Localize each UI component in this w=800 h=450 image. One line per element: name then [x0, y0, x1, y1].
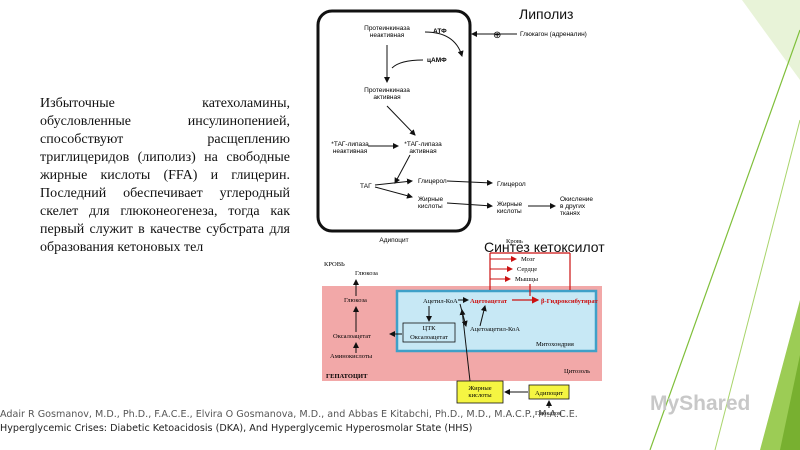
cytosol-label: Цитозоль	[564, 368, 590, 375]
acetyl-coa-label: Ацетил-КоА	[423, 298, 458, 305]
glucagon-adrenaline-label: Глюкагон (адреналин)	[520, 31, 587, 38]
citation: Adair R Gosmanov, M.D., Ph.D., F.A.C.E.,…	[0, 408, 578, 436]
atp-label: АТФ	[433, 28, 447, 35]
tag-label: ТАГ	[360, 183, 372, 190]
glucose-cell-label: Глюкоза	[344, 297, 367, 304]
heart-label: Сердце	[517, 266, 537, 273]
adipocyte-label: Адипоцит	[379, 237, 408, 244]
camp-label: цАМФ	[427, 57, 447, 64]
ttk-box	[402, 322, 456, 343]
glycerol-in-label: Глицерол	[418, 178, 447, 185]
blood-left-label: КРОВЬ	[324, 261, 345, 268]
acetoacetate-label: Ацетоацетат	[470, 298, 508, 305]
plus-label: ⊕	[493, 30, 501, 41]
oxaloacetate-mito-label: Оксалоацетат	[410, 334, 448, 341]
fatty-acids-box	[456, 380, 504, 404]
acetoacetyl-coa-label: Ацетоацетил-КоА	[470, 326, 520, 333]
muscles-label: Мышцы	[515, 276, 539, 283]
hepatocyte-label: ГЕПАТОЦИТ	[326, 373, 368, 380]
oxaloacetate-cyto-label: Оксалоацетат	[333, 333, 371, 340]
glucose-blood-label: Глюкоза	[355, 270, 378, 277]
blood-right-label: Кровь	[506, 238, 523, 245]
watermark-logo: MyShared	[650, 392, 751, 415]
glycerol-out-label: Глицерол	[497, 181, 526, 188]
adipocyte-small-label: Адипоцит	[535, 390, 563, 397]
ttk-label: ЦТК	[423, 325, 437, 332]
amino-acids-label: Аминокислоты	[330, 353, 373, 360]
citation-authors: Adair R Gosmanov, M.D., Ph.D., F.A.C.E.,…	[0, 409, 578, 420]
glucagon-label: Глюкагон	[535, 410, 562, 417]
mitochondria-label: Митохондрия	[536, 341, 574, 348]
title-lipolysis: Липолиз	[519, 6, 574, 22]
body-text: Избыточные катехоламины, обусловленные и…	[40, 96, 290, 255]
citation-title: Hyperglycemic Crises: Diabetic Ketoacido…	[0, 423, 473, 434]
adipocyte-box	[528, 384, 570, 400]
brain-label: Мозг	[521, 256, 535, 263]
title-ketone-synthesis: Синтез кетоксилот	[484, 239, 605, 255]
adipocyte-cell	[316, 9, 472, 233]
hydroxybutyrate-label: β-Гидроксибутират	[541, 298, 598, 305]
